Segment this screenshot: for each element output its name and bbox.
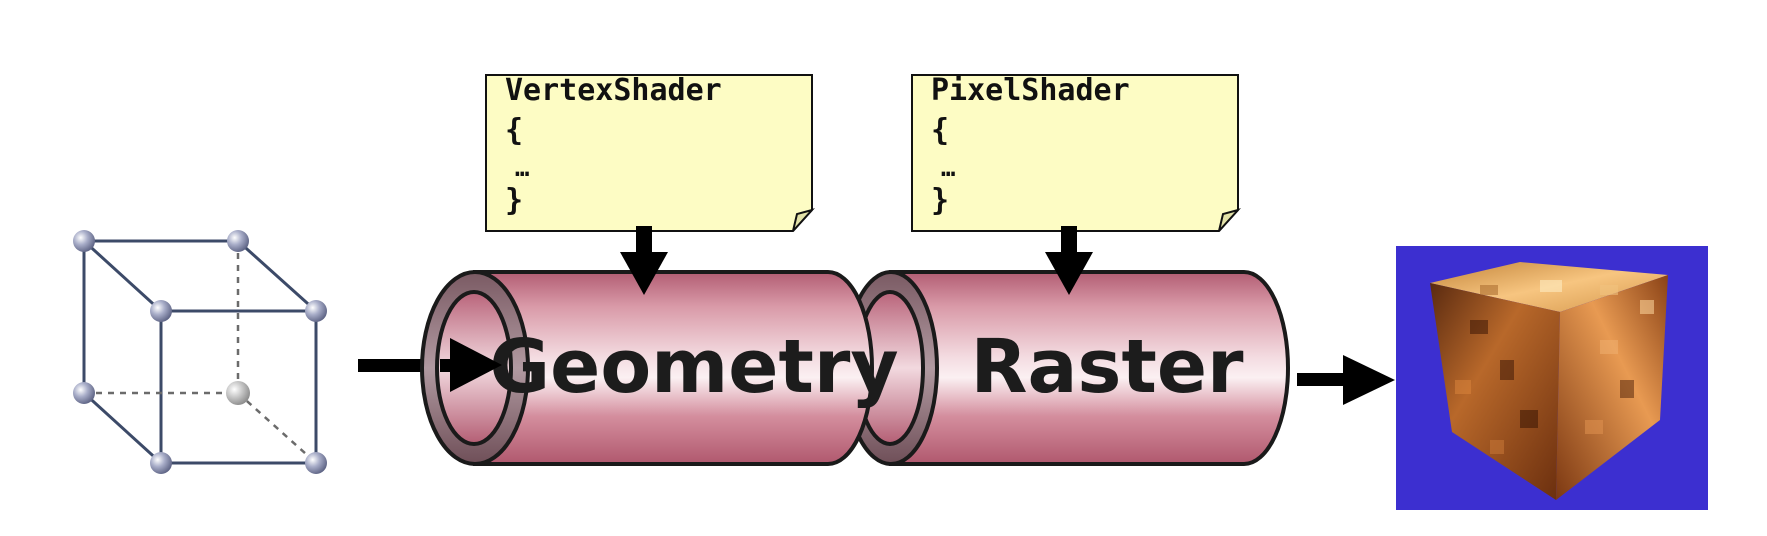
vertex-shader-open-brace: { <box>505 113 523 148</box>
vertex-points <box>73 230 327 474</box>
vertex-shader-close-brace: } <box>505 183 523 218</box>
vertex-point <box>73 382 95 404</box>
input-arrow-head <box>440 338 502 392</box>
textured-cube-icon <box>1396 246 1708 510</box>
pixel-shader-ellipsis: … <box>941 154 955 182</box>
vertex-shader-arrow <box>620 226 668 295</box>
vertex-shader-title: VertexShader <box>505 73 722 108</box>
vertex-shader-ellipsis: … <box>515 154 529 182</box>
raster-stage: Raster <box>843 270 1290 466</box>
vertex-point <box>73 230 95 252</box>
vertex-point <box>150 300 172 322</box>
vertex-point <box>227 230 249 252</box>
raster-label: Raster <box>970 324 1244 410</box>
vertex-point <box>226 381 250 405</box>
pixel-shader-close-brace: } <box>931 183 949 218</box>
geometry-stage: Geometry <box>420 270 899 466</box>
vertex-point <box>305 300 327 322</box>
pixel-shader-arrow <box>1045 226 1093 295</box>
vertex-shader-note: VertexShader { … } <box>485 73 816 232</box>
output-arrow <box>1297 355 1395 405</box>
wireframe-cube-icon <box>73 230 327 474</box>
geometry-label: Geometry <box>489 324 898 410</box>
pixel-shader-title: PixelShader <box>931 73 1130 108</box>
vertex-point <box>150 452 172 474</box>
pixel-shader-note: PixelShader { … } <box>911 73 1242 232</box>
vertex-point <box>305 452 327 474</box>
pixel-shader-open-brace: { <box>931 113 949 148</box>
